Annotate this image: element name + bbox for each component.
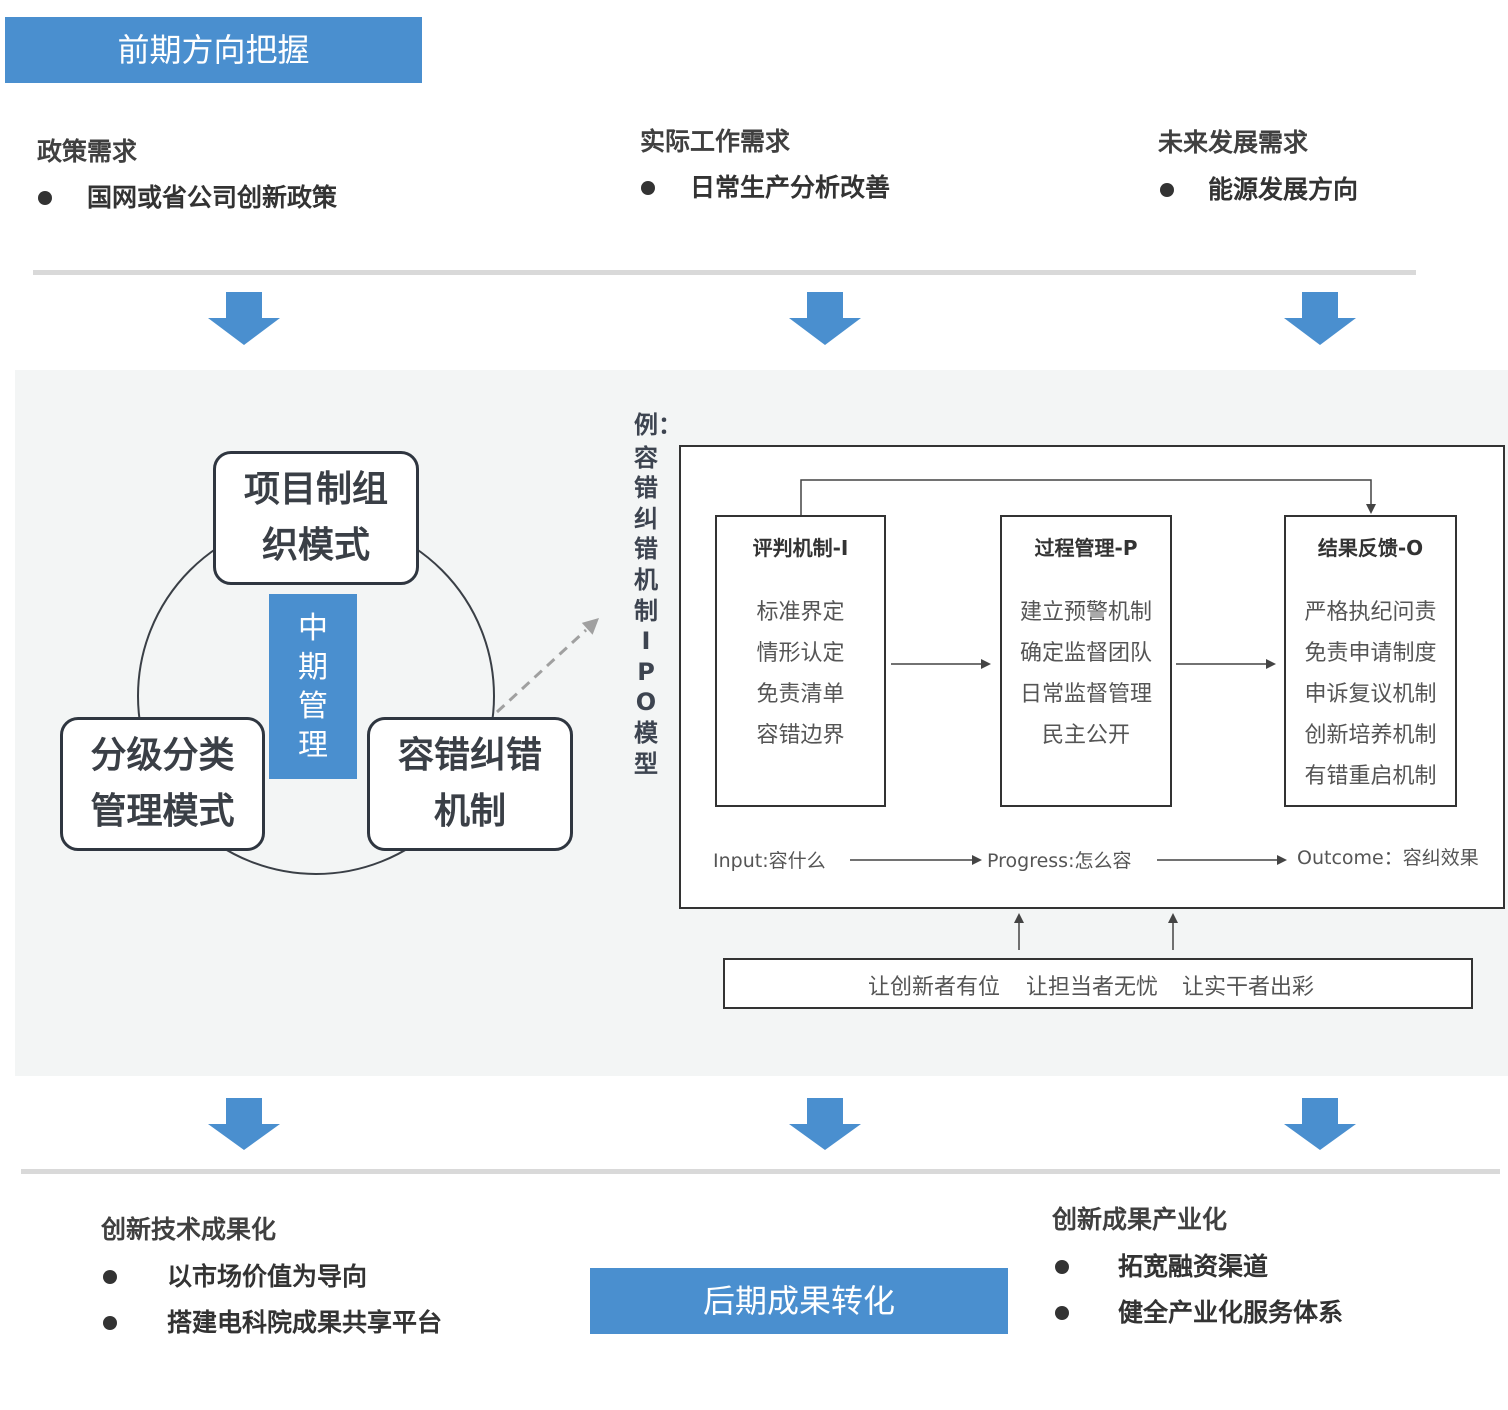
late-phase-title: 后期成果转化 [702,1282,895,1320]
list-item: 免责清单 [756,682,845,707]
stage-title: 结果反馈-O [1317,536,1424,560]
list-item: 标准界定 [756,600,845,625]
down-arrow-icon [789,1098,861,1150]
stage-item-list: 标准界定 情形认定 免责清单 容错边界 [717,592,884,756]
vertical-char: 容 [634,443,658,472]
vertical-char: 错 [634,535,658,564]
vertical-char: 模 [634,719,658,748]
vertical-char: P [637,657,655,686]
goal-achiever: 让实干者出彩 [1182,975,1315,1000]
node-label: 容错纠错机制 [397,735,542,832]
bullet-icon [103,1316,117,1330]
bullet-icon [1055,1306,1069,1320]
flow-progress-label: Progress:怎么容 [987,850,1132,872]
list-item: 日常监督管理 [1019,682,1152,707]
bullet-icon [38,191,52,205]
stage-process: 过程管理-P 建立预警机制 确定监督团队 日常监督管理 民主公开 [1000,515,1172,807]
vertical-char: 中 [298,610,328,646]
down-arrow-icon [789,292,861,345]
node-tiered-management: 分级分类管理模式 [60,717,265,851]
vertical-char: 错 [634,474,658,503]
mid-phase-center-label: 中期管理 [269,594,357,779]
bullet-icon [1055,1260,1069,1274]
ipo-label-prefix: 例： [634,411,682,439]
need-item-policy: 国网或省公司创新政策 [87,183,338,212]
vertical-char: 制 [634,596,658,625]
vertical-char: 机 [634,566,658,595]
list-item: 有错重启机制 [1304,764,1437,789]
goal-responsible: 让担当者无忧 [1026,975,1159,1000]
stage-title: 评判机制-I [752,536,849,560]
stage-input: 评判机制-I 标准界定 情形认定 免责清单 容错边界 [715,515,886,807]
list-item: 民主公开 [1041,723,1130,748]
node-error-tolerance: 容错纠错机制 [367,717,573,851]
stage-item-list: 建立预警机制 确定监督团队 日常监督管理 民主公开 [1002,592,1170,756]
bullet-icon [1160,183,1174,197]
bottom-divider [21,1169,1500,1174]
node-project-organization: 项目制组织模式 [213,451,419,585]
list-item: 情形认定 [756,641,845,666]
vertical-char: 理 [298,727,328,763]
vertical-char: 管 [298,688,328,724]
goal-innovator: 让创新者有位 [868,975,1001,1000]
need-heading-future: 未来发展需求 [1158,128,1309,157]
stage-outcome: 结果反馈-O 严格执纪问责 免责申请制度 申诉复议机制 创新培养机制 有错重启机… [1284,515,1457,807]
need-item-work: 日常生产分析改善 [690,173,891,202]
flow-input-label: Input:容什么 [713,850,826,872]
down-arrow-icon [208,292,280,345]
early-phase-title: 前期方向把握 [117,31,310,69]
down-arrow-icon [1284,1098,1356,1150]
list-item: 免责申请制度 [1304,641,1437,666]
list-item: 确定监督团队 [1019,641,1152,666]
outcome-item: 搭建电科院成果共享平台 [167,1308,443,1337]
vertical-char: 期 [298,649,328,685]
top-divider [33,270,1416,275]
flow-outcome-label: Outcome：容纠效果 [1297,847,1479,869]
list-item: 申诉复议机制 [1304,682,1437,707]
list-item: 严格执纪问责 [1304,600,1437,625]
early-phase-banner: 前期方向把握 [5,17,422,83]
late-phase-banner: 后期成果转化 [590,1268,1008,1334]
vertical-char: 型 [634,749,658,778]
vertical-char: O [635,688,657,717]
goals-box [723,958,1473,1009]
node-label: 分级分类管理模式 [90,735,235,832]
outcome-item: 拓宽融资渠道 [1118,1252,1269,1281]
stage-item-list: 严格执纪问责 免责申请制度 申诉复议机制 创新培养机制 有错重启机制 [1286,592,1455,797]
list-item: 容错边界 [756,723,845,748]
list-item: 建立预警机制 [1019,600,1152,625]
bullet-icon [641,181,655,195]
vertical-char: 纠 [634,504,658,533]
vertical-char: I [641,627,651,656]
outcome-item: 健全产业化服务体系 [1118,1298,1344,1327]
bullet-icon [103,1270,117,1284]
down-arrow-icon [208,1098,280,1150]
node-label: 项目制组织模式 [243,469,388,566]
stage-title: 过程管理-P [1034,536,1138,560]
outcome-item: 以市场价值为导向 [167,1262,368,1291]
outcome-heading-industry: 创新成果产业化 [1052,1205,1228,1234]
list-item: 创新培养机制 [1304,723,1437,748]
down-arrow-icon [1284,292,1356,345]
outcome-heading-tech: 创新技术成果化 [101,1215,277,1244]
need-heading-policy: 政策需求 [37,137,138,166]
need-heading-work: 实际工作需求 [640,127,791,156]
need-item-future: 能源发展方向 [1208,175,1359,204]
